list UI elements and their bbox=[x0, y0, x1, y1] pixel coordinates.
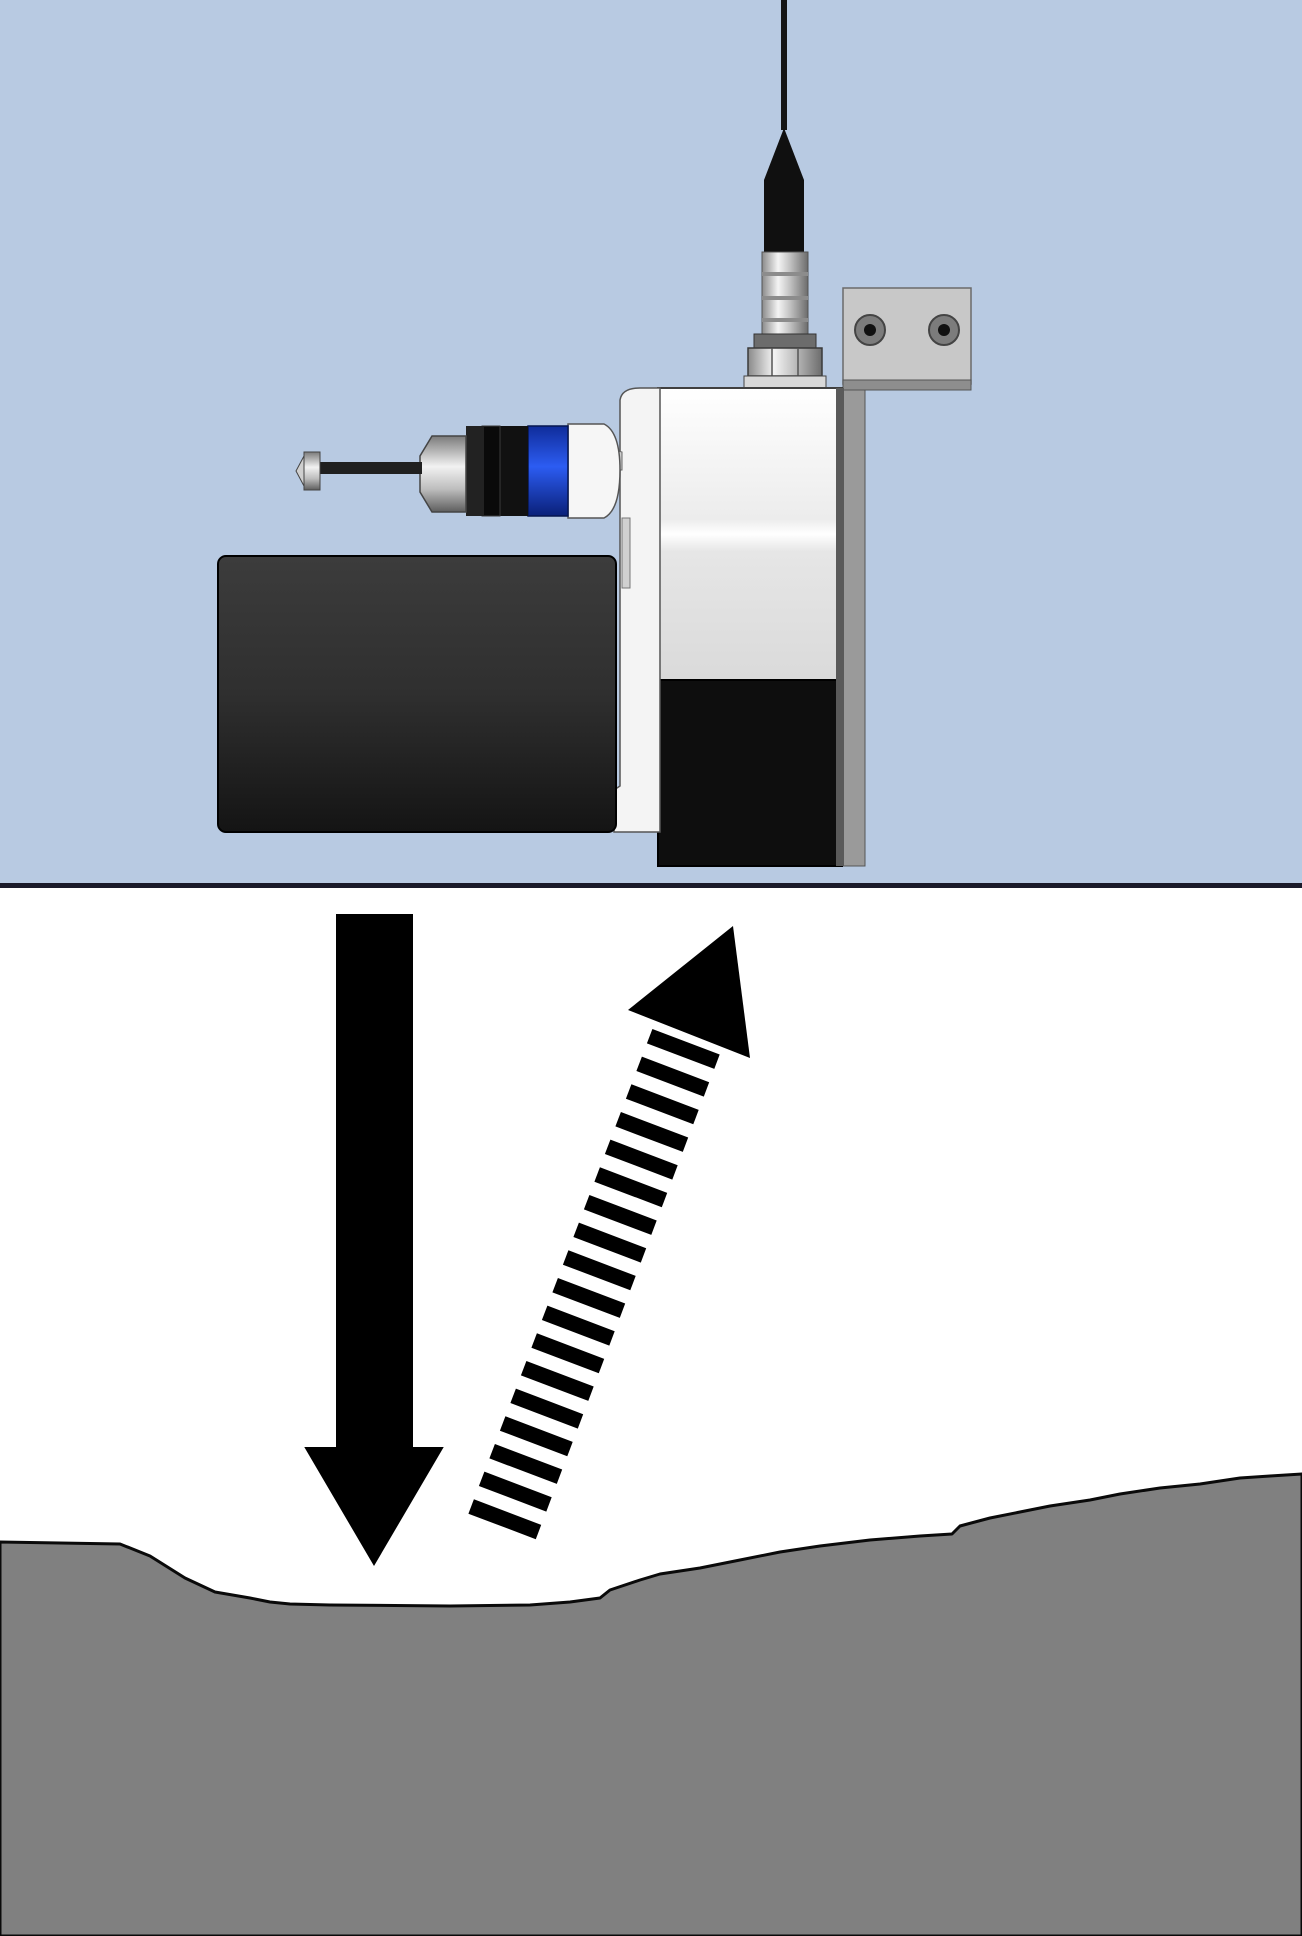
motor-housing bbox=[217, 555, 617, 833]
reflected-arrow-stripe bbox=[594, 1167, 668, 1208]
reflected-arrow-stripe bbox=[478, 1471, 552, 1512]
reflected-arrow-stripe bbox=[573, 1222, 647, 1263]
reflected-arrow-stripe bbox=[636, 1056, 710, 1097]
cable-connector bbox=[743, 251, 827, 391]
mounting-bracket bbox=[842, 287, 972, 867]
reflected-arrow-head bbox=[628, 926, 750, 1058]
probe-shaft bbox=[295, 423, 621, 519]
reflected-arrow-stripe bbox=[468, 1499, 542, 1540]
cable bbox=[764, 0, 804, 252]
reflected-arrow-stripe bbox=[510, 1388, 584, 1429]
reflected-arrow-stripe bbox=[646, 1029, 720, 1069]
bracket-screw bbox=[928, 314, 960, 346]
reflected-arrow-stripe bbox=[541, 1305, 615, 1346]
reflected-arrow-stripe bbox=[583, 1195, 657, 1235]
divider-line bbox=[0, 883, 1302, 888]
bracket-screw bbox=[854, 314, 886, 346]
reflected-signal-arrow bbox=[468, 926, 750, 1540]
reflected-arrow-stripe bbox=[489, 1444, 563, 1484]
reflected-arrow-stripe bbox=[531, 1333, 605, 1374]
reflected-arrow-stripe bbox=[552, 1278, 626, 1318]
sensor-head bbox=[657, 387, 844, 867]
reflected-arrow-stripe bbox=[615, 1112, 689, 1152]
reflected-arrow-stripe bbox=[499, 1416, 573, 1457]
reflected-arrow-stripe bbox=[562, 1250, 636, 1291]
emitted-signal-arrow bbox=[304, 914, 444, 1566]
target-surface bbox=[0, 1472, 1302, 1936]
reflected-arrow-stripe bbox=[520, 1361, 594, 1401]
reflected-arrow-stripe bbox=[604, 1139, 678, 1180]
adapter-plate bbox=[613, 387, 661, 833]
reflected-arrow-stripe bbox=[625, 1084, 699, 1125]
